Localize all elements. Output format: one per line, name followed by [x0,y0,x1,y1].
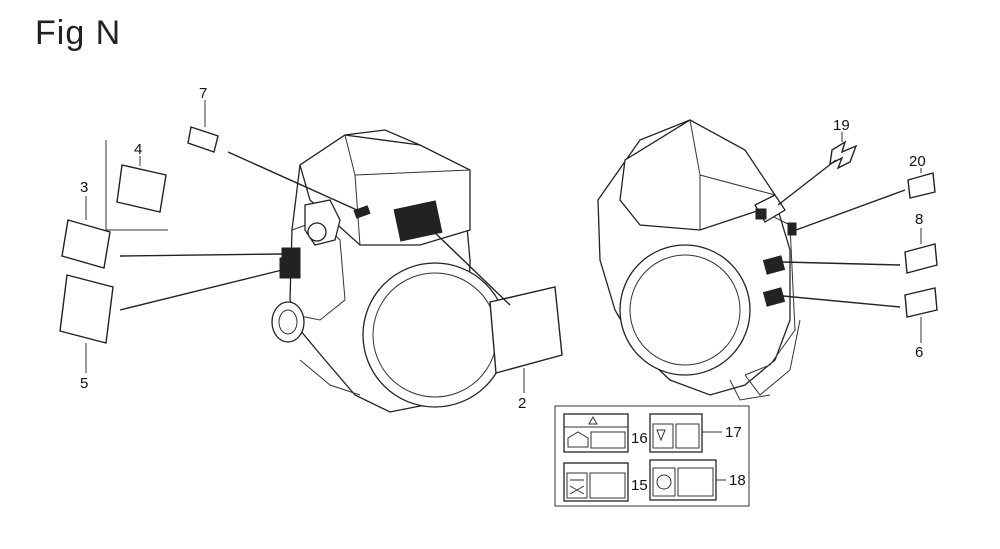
decal-3 [61,219,111,269]
callout-16: 16 [631,430,648,447]
decal-5 [59,274,114,344]
callouts: 7 4 3 5 2 19 20 8 6 16 17 15 18 [80,85,926,494]
callout-18: 18 [729,472,746,489]
callout-15: 15 [631,477,648,494]
right-decals [777,132,938,343]
callout-6: 6 [915,344,923,361]
callout-7: 7 [199,85,207,102]
callout-2: 2 [518,395,526,412]
decal-7 [187,126,219,153]
callout-3: 3 [80,179,88,196]
callout-19: 19 [833,117,850,134]
left-decals [59,100,563,393]
decal-4 [116,164,167,213]
engine-left [271,129,508,413]
label-panel [554,405,750,507]
decal-6 [904,287,938,318]
decal-2 [489,286,563,374]
clip-19 [829,140,858,170]
engine-right [597,119,801,401]
callout-20: 20 [909,153,926,170]
decal-20 [907,172,936,199]
callout-4: 4 [134,141,142,158]
callout-17: 17 [725,424,742,441]
callout-8: 8 [915,211,923,228]
callout-5: 5 [80,375,88,392]
decal-8 [904,243,938,274]
figure-title: Fig N [35,14,122,52]
